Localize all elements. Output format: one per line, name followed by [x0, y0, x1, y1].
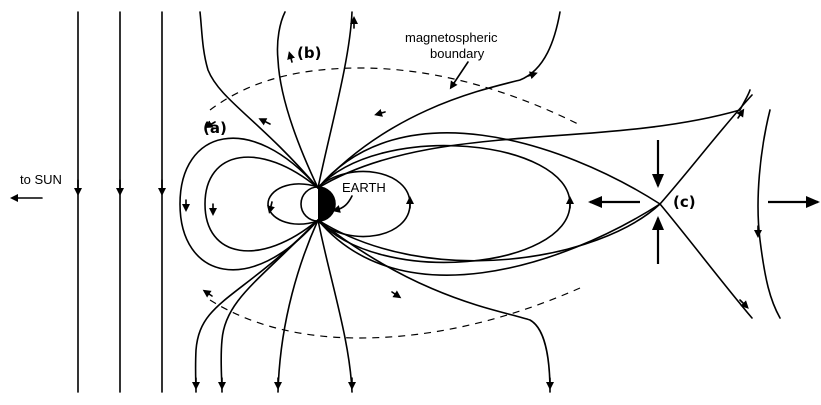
open-field-line — [276, 11, 319, 189]
open-field-line — [220, 219, 319, 393]
field-line — [317, 144, 571, 264]
label-magnetospheric: magnetospheric — [405, 30, 498, 45]
earth — [300, 186, 336, 222]
label-to-sun: to SUN — [20, 172, 62, 187]
open-field-line — [317, 203, 753, 319]
boundary-pointer-arrow — [449, 61, 469, 90]
open-field-line — [317, 89, 751, 189]
label-a: (a) — [203, 119, 227, 137]
open-field-line — [277, 219, 319, 393]
earth-pointer-arrow — [332, 195, 353, 213]
solar-wind-lines — [74, 11, 166, 393]
tail-field-line — [757, 109, 781, 319]
boundary-lower — [209, 287, 581, 339]
field-line — [204, 156, 319, 252]
field-lines — [179, 11, 781, 393]
boundary-upper — [209, 67, 581, 126]
reconnection-arrows — [588, 140, 820, 264]
tail-field-line — [659, 94, 753, 205]
field-line — [179, 137, 319, 271]
label-boundary: boundary — [430, 46, 485, 61]
field-line — [317, 132, 661, 276]
magnetospheric-boundary — [209, 67, 581, 339]
open-field-line — [194, 219, 319, 393]
earth-night-side — [318, 187, 335, 221]
label-c: (c) — [673, 193, 696, 211]
open-field-line — [199, 11, 319, 189]
field-line — [267, 183, 319, 225]
open-field-line — [317, 11, 353, 189]
open-field-line — [317, 219, 551, 393]
label-b: (b) — [297, 44, 321, 62]
open-field-line — [317, 219, 353, 393]
open-field-line — [317, 11, 561, 189]
label-earth: EARTH — [342, 180, 386, 195]
